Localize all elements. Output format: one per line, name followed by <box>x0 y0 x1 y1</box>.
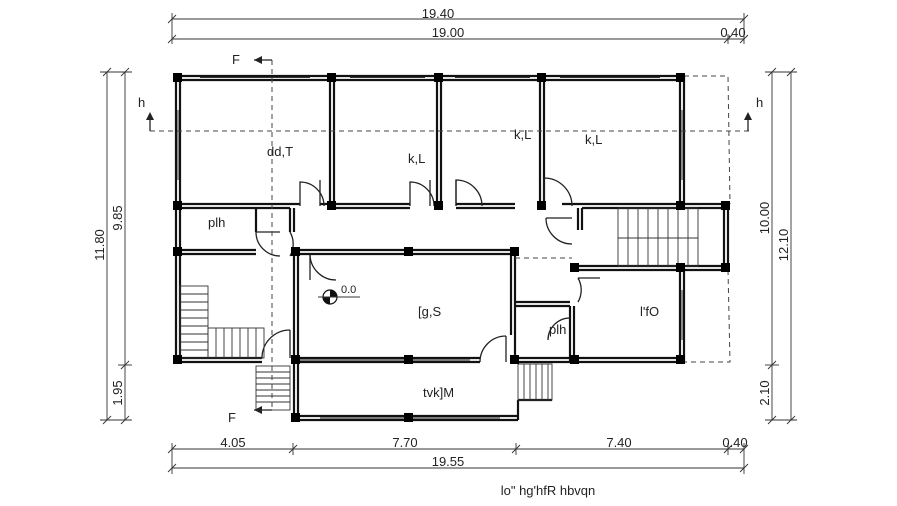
room-label-2: k,L <box>408 151 425 166</box>
dim-right-inner: 10.00 <box>757 202 772 235</box>
drawing-caption: lo" hg'hfR hbvqn <box>501 483 596 498</box>
top-dimension-lines <box>167 13 749 44</box>
stairs <box>179 207 699 411</box>
dim-top-right: 0.40 <box>720 25 745 40</box>
dim-bottom-total: 19.55 <box>432 454 465 469</box>
room-label-kitchen: l'fO <box>640 304 659 319</box>
dim-bottom-3: 7.40 <box>606 435 631 450</box>
section-mark-left-h: h <box>138 95 145 110</box>
dim-left-inner: 9.85 <box>110 205 125 230</box>
section-mark-bottom-left: F <box>228 410 236 425</box>
section-mark-right-h: h <box>756 95 763 110</box>
room-label-verandah: tvk]M <box>423 385 454 400</box>
room-label-hall: [g,S <box>418 304 441 319</box>
room-label-wc-left: plh <box>208 215 225 230</box>
section-arrows <box>146 56 752 414</box>
dim-left-bottom: 1.95 <box>110 380 125 405</box>
dim-top-main: 19.00 <box>432 25 465 40</box>
level-marker-icon <box>318 289 360 305</box>
walls <box>174 74 730 422</box>
room-label-3: k,L <box>514 127 531 142</box>
dim-bottom-1: 4.05 <box>220 435 245 450</box>
room-label-wc-right: plh <box>549 322 566 337</box>
room-label-1: dd,T <box>267 144 293 159</box>
section-mark-top-left: F <box>232 52 240 67</box>
doors <box>255 177 600 363</box>
columns <box>173 73 730 422</box>
left-dimension-lines <box>100 67 132 425</box>
room-label-4: k,L <box>585 132 602 147</box>
dim-left-outer: 11.80 <box>92 229 107 261</box>
level-value: 0.0 <box>341 284 356 296</box>
dim-bottom-4: 0.40 <box>722 435 747 450</box>
dim-top-total: 19.40 <box>422 6 455 21</box>
windows <box>177 77 683 419</box>
bottom-dimension-lines <box>167 443 749 474</box>
dim-right-bottom: 2.10 <box>757 380 772 405</box>
dim-right-outer: 12.10 <box>776 229 791 262</box>
dim-bottom-2: 7.70 <box>392 435 417 450</box>
right-dimension-lines <box>765 67 797 425</box>
dashed-lines <box>150 60 750 410</box>
